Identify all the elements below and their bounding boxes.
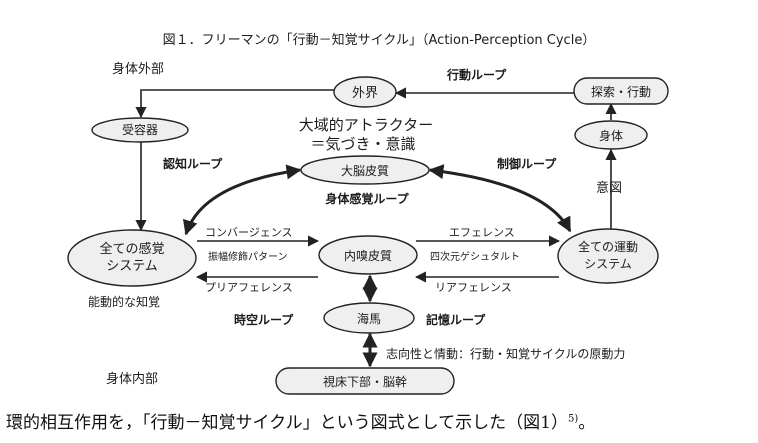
node-motor-systems: 全ての運動 システム (557, 228, 659, 284)
amplitude-pattern-label: 振幅修飾パターン (208, 250, 288, 263)
action-loop-label: 行動ループ (446, 67, 507, 82)
svg-text:大脳皮質: 大脳皮質 (341, 163, 389, 178)
node-cerebral-cortex: 大脳皮質 (300, 155, 430, 185)
convergence-label: コンバージェンス (205, 226, 293, 239)
svg-text:探索・行動: 探索・行動 (591, 85, 651, 99)
node-body: 身体 (574, 120, 648, 150)
cognition-loop-label: 認知ループ (163, 156, 223, 171)
caption-end: 。 (578, 413, 596, 433)
spacetime-loop-label: 時空ループ (234, 312, 294, 327)
figure-title: 図１．フリーマンの「行動－知覚サイクル」（Action-Perception C… (163, 32, 596, 48)
motor-line-2: システム (584, 257, 632, 271)
svg-text:視床下部・脳幹: 視床下部・脳幹 (323, 374, 407, 389)
caption-text: 環的相互作用を，「行動－知覚サイクル」という図式として示した（図1） (6, 413, 568, 433)
action-perception-cycle-diagram: 図１．フリーマンの「行動－知覚サイクル」（Action-Perception C… (67, 32, 669, 395)
memory-loop-label: 記憶ループ (426, 312, 486, 327)
somatosensory-loop-label: 身体感覚ループ (325, 191, 409, 206)
node-sensory-systems: 全ての感覚 システム (67, 229, 197, 287)
node-hippocampus: 海馬 (323, 302, 415, 334)
svg-text:内嗅皮質: 内嗅皮質 (344, 248, 392, 263)
sensory-line-1: 全ての感覚 (99, 241, 164, 257)
intentionality-label: 志向性と情動：行動・知覚サイクルの原動力 (386, 346, 625, 361)
node-external-world: 外界 (333, 76, 397, 108)
caption-footnote: 5) (567, 413, 579, 425)
external-to-receptor-arrow (135, 89, 335, 119)
node-hypothalamus-brainstem: 視床下部・脳幹 (275, 367, 455, 395)
region-outer-label: 身体外部 (112, 61, 164, 77)
node-explore-action: 探索・行動 (573, 77, 669, 105)
attractor-label-1: 大域的アトラクター (299, 116, 433, 134)
attractor-label-2: ＝気づき・意識 (310, 135, 415, 153)
svg-text:身体: 身体 (599, 128, 623, 143)
body-caption: 環的相互作用を，「行動－知覚サイクル」という図式として示した（図1）5)。 (6, 408, 756, 438)
svg-text:受容器: 受容器 (122, 122, 158, 137)
motor-line-1: 全ての運動 (578, 239, 638, 254)
sensory-line-2: システム (106, 259, 158, 274)
svg-text:海馬: 海馬 (357, 311, 381, 326)
preafference-label: プリアフェレンス (205, 281, 293, 294)
control-loop-arrow (428, 164, 572, 233)
reafference-label: リアフェレンス (435, 281, 512, 294)
efference-label: エフェレンス (449, 226, 515, 239)
svg-text:外界: 外界 (352, 86, 378, 101)
node-receptor: 受容器 (91, 117, 189, 143)
intention-label: 意図 (596, 180, 622, 196)
control-loop-label: 制御ループ (497, 156, 557, 171)
region-inner-label: 身体内部 (106, 371, 158, 387)
gestalt-label: 四次元ゲシュタルト (430, 250, 520, 263)
cognition-loop-arrow (182, 164, 302, 236)
node-entorhinal-cortex: 内嗅皮質 (318, 235, 418, 275)
active-perception-label: 能動的な知覚 (88, 294, 160, 309)
